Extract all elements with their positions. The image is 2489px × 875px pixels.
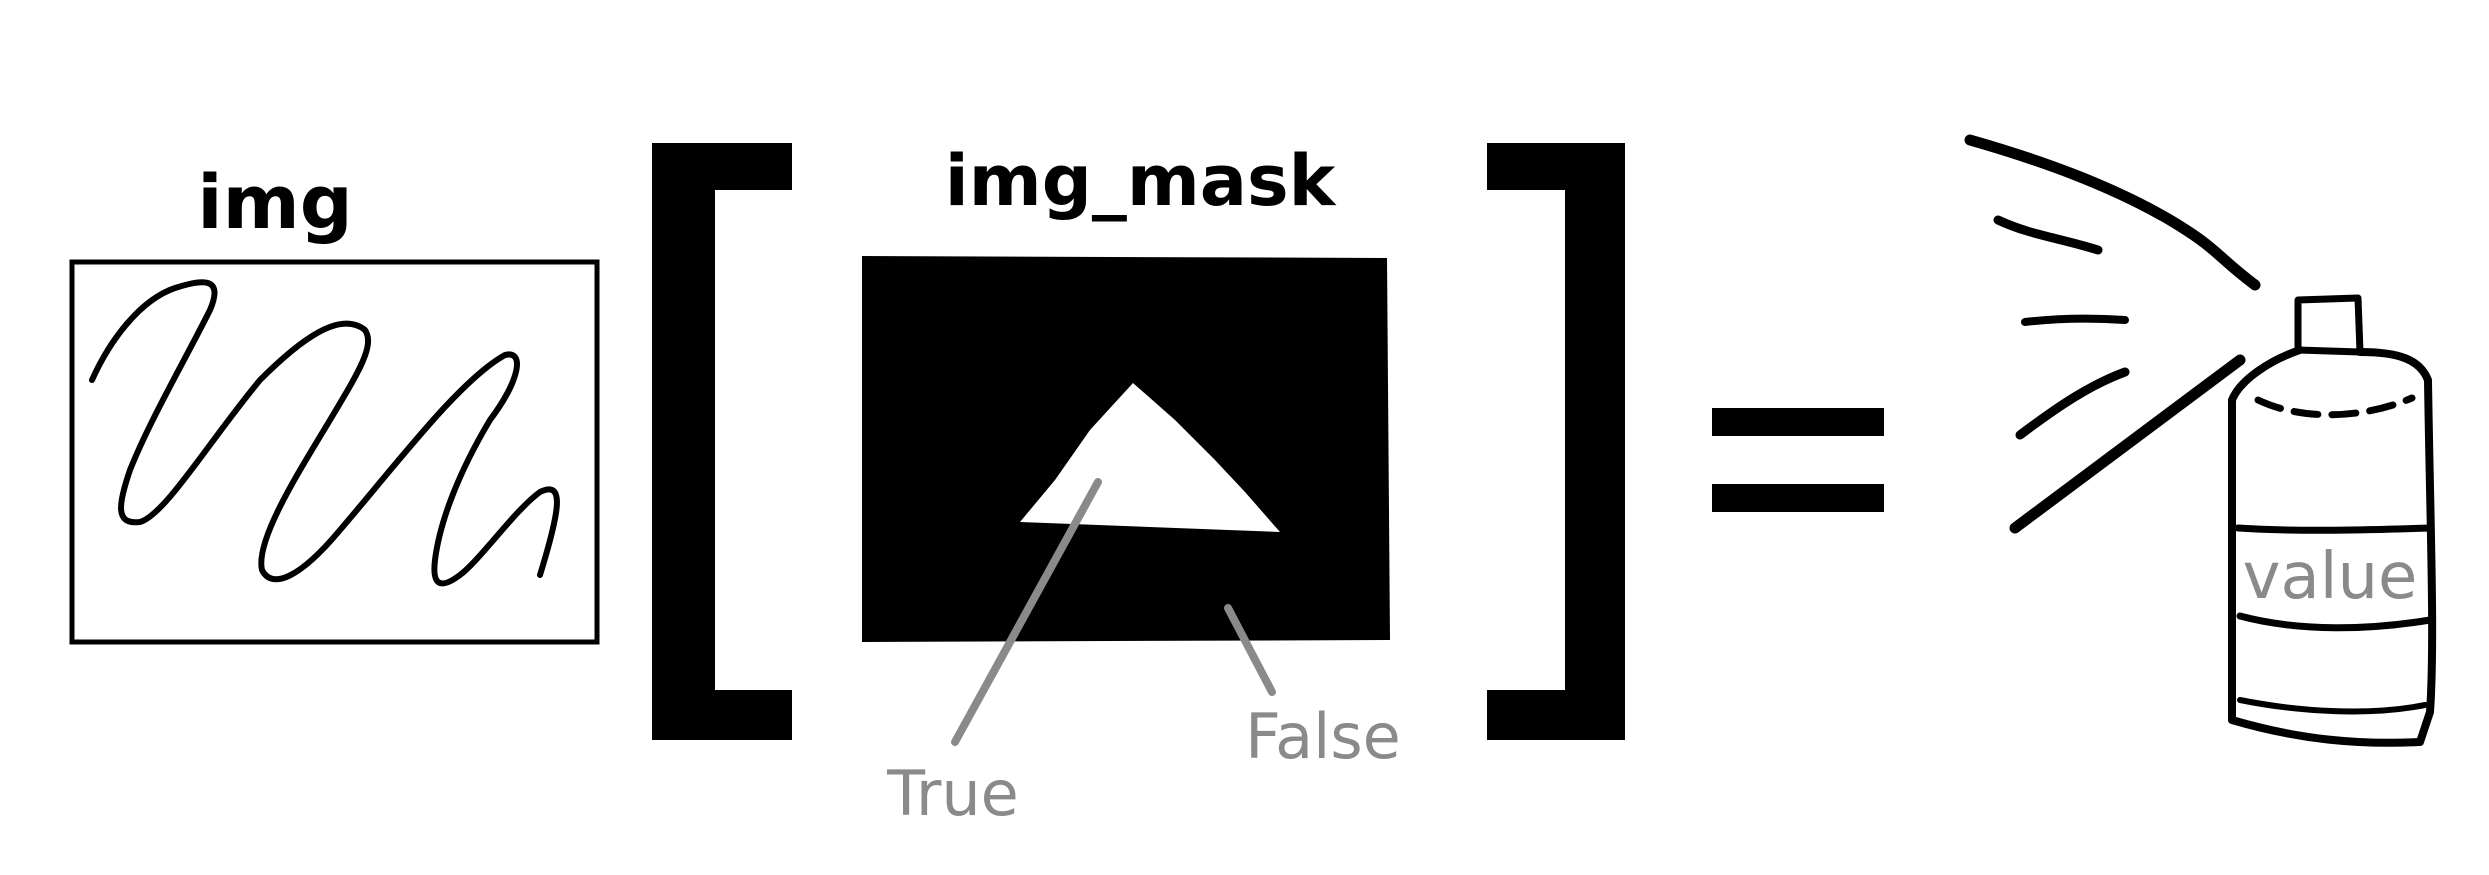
equals-sign [1712,408,1884,512]
spray-can-icon: value [1964,134,2437,747]
img-mask-panel: img_mask True False [862,140,1401,830]
squiggle-image [89,279,560,587]
img-label: img [197,160,352,246]
img-mask-label: img_mask [945,140,1337,222]
img-panel: img [69,160,600,645]
value-label: value [2243,540,2418,614]
triangle-mask-region [1020,383,1280,532]
false-label: False [1245,700,1401,773]
true-pointer-line [951,478,1102,746]
right-bracket [1487,143,1625,740]
img-frame [69,259,600,645]
left-bracket [652,143,792,740]
true-label: True [886,757,1019,830]
false-pointer-line [1224,604,1276,696]
